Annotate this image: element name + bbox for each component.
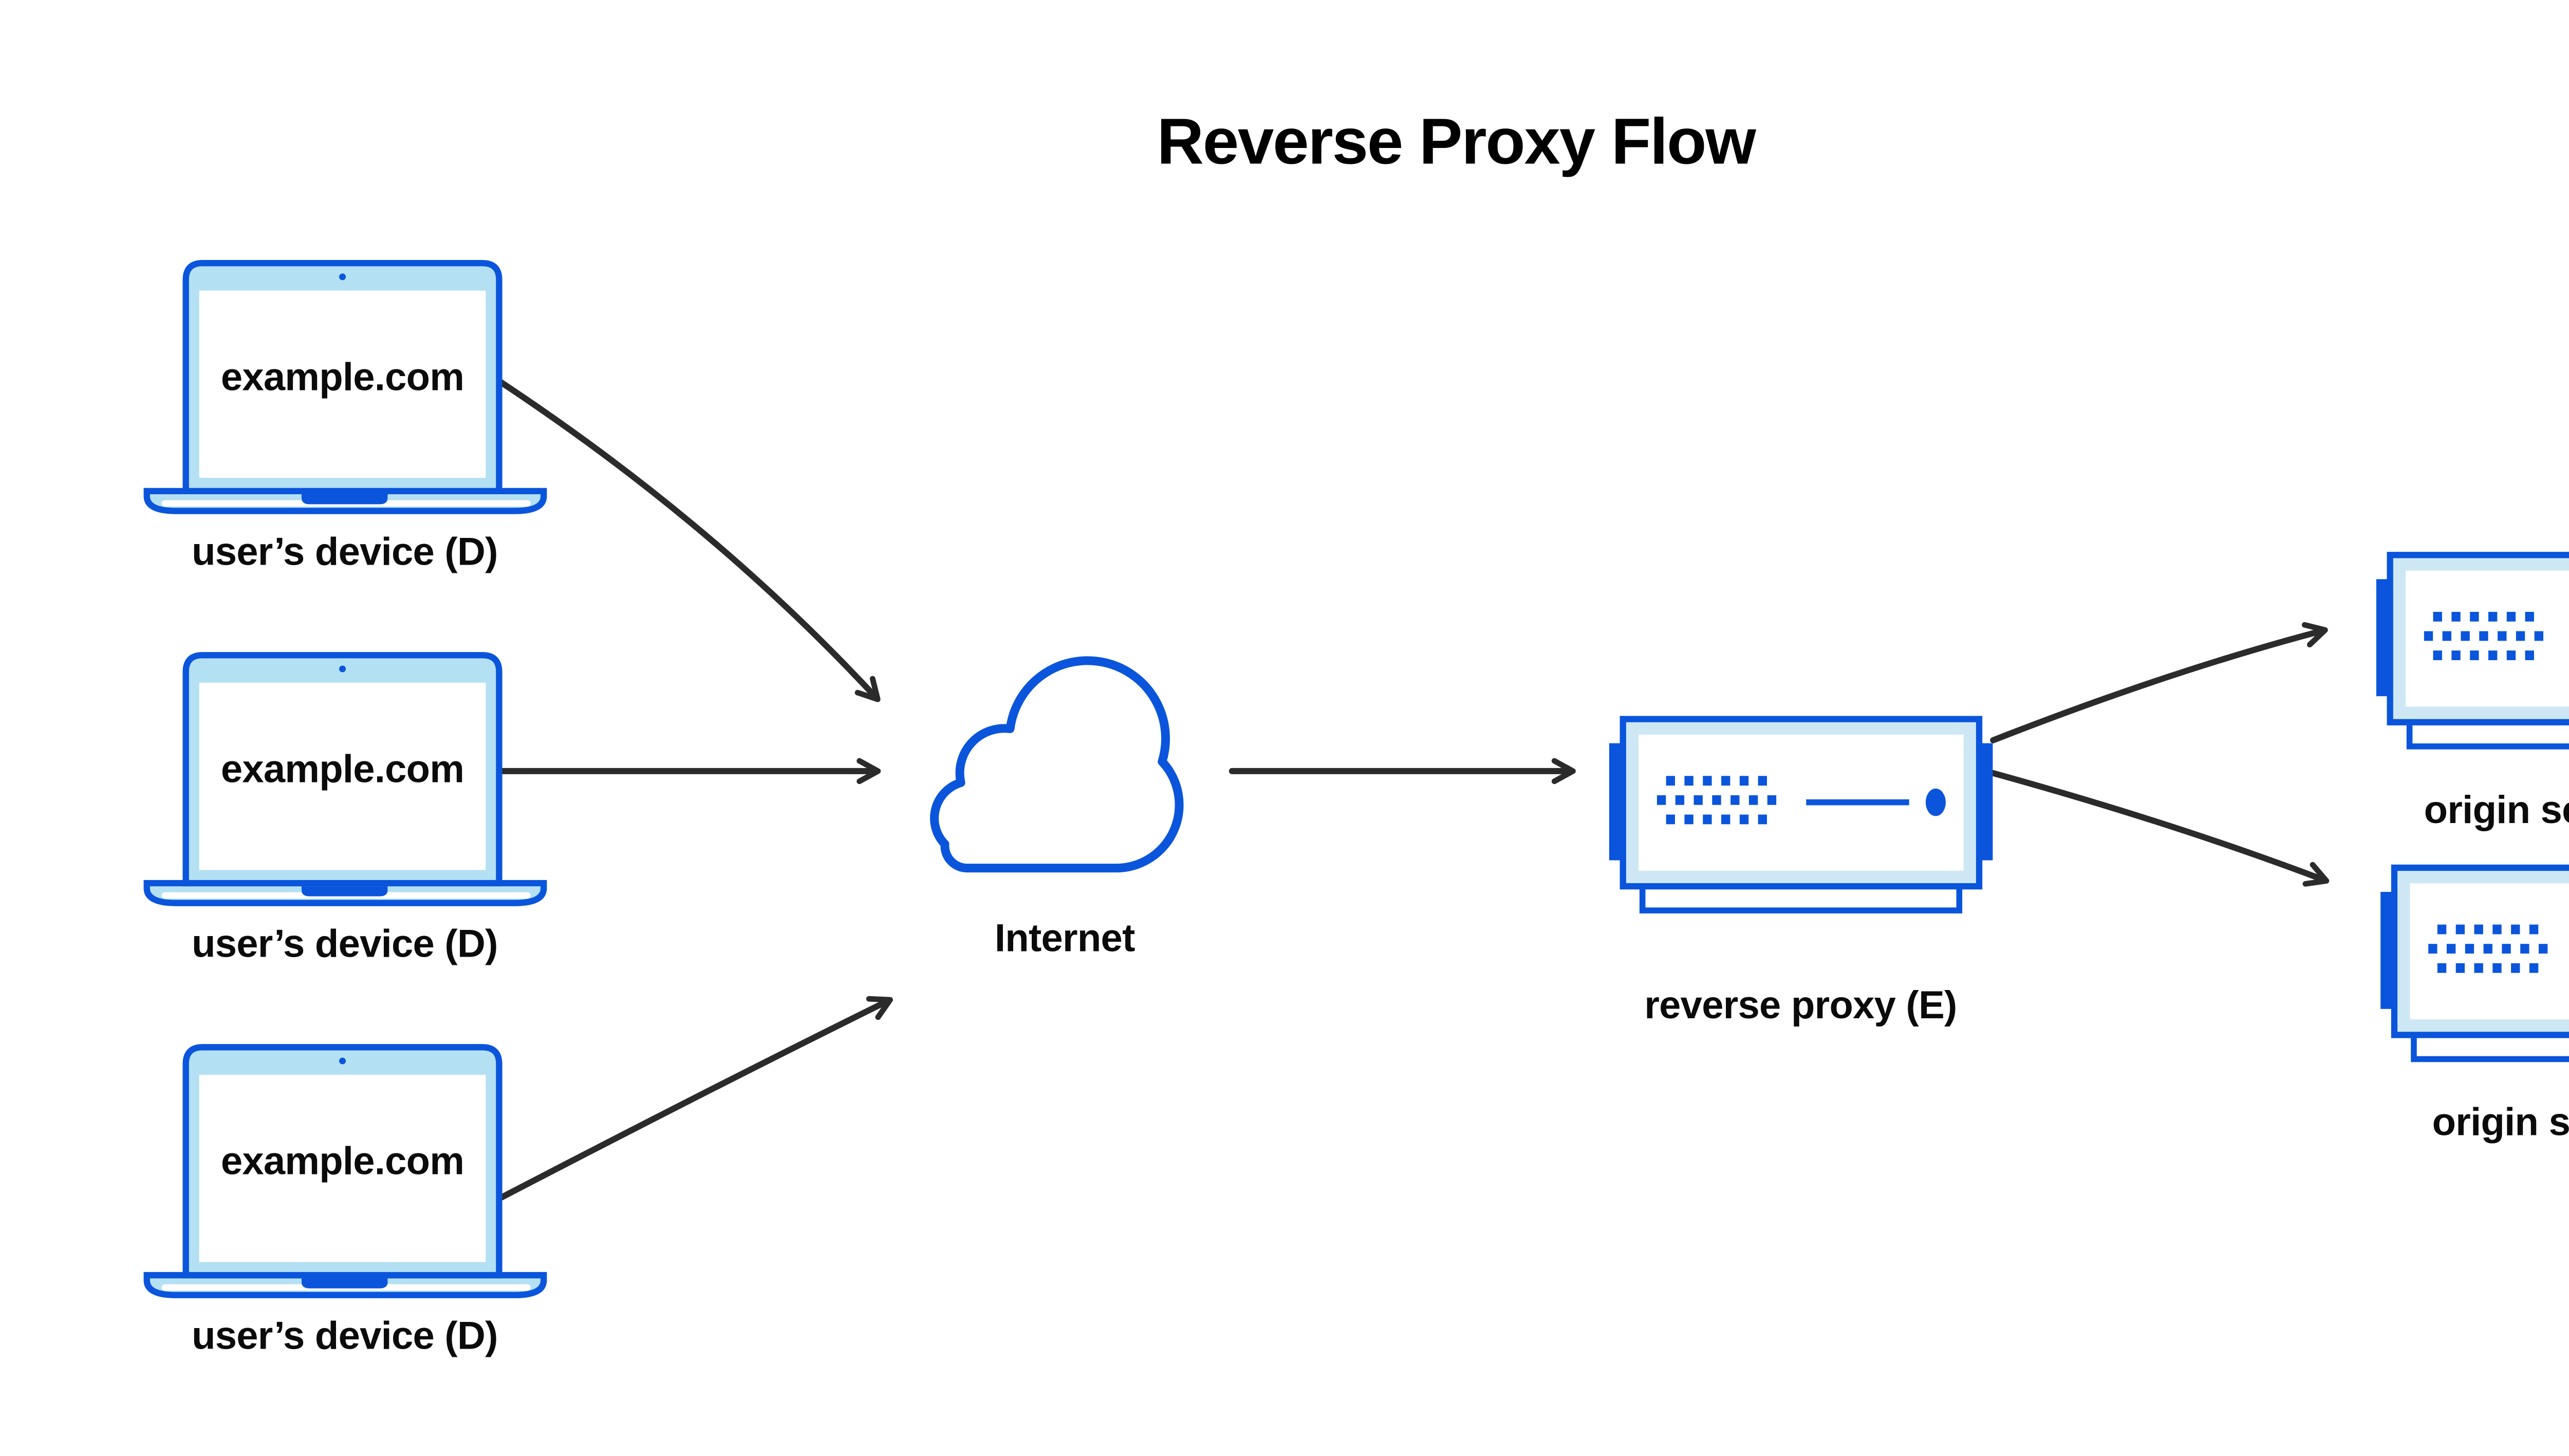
flow-arrows (496, 378, 2330, 1202)
device3-screen-url: example.com (220, 1141, 464, 1184)
device1-screen-url: example.com (220, 357, 464, 400)
arrow-proxy-to-origin1 (1990, 622, 2328, 743)
server-icon-origin-1 (2376, 555, 2569, 746)
device2-caption: user’s device (D) (192, 923, 498, 966)
diagram-title: Reverse Proxy Flow (1157, 106, 1756, 179)
cloud-icon (930, 656, 1184, 873)
arrow-device1-to-internet (496, 378, 881, 702)
internet-label: Internet (994, 918, 1135, 961)
origin-server2-label: origin server (F) (2432, 1100, 2569, 1144)
origin-server1-label: origin server (F) (2424, 790, 2569, 833)
server-icon-reverse-proxy (1609, 719, 1993, 911)
device1-caption: user’s device (D) (192, 531, 498, 574)
reverse-proxy-label: reverse proxy (E) (1644, 983, 1957, 1027)
device2-screen-url: example.com (220, 749, 464, 792)
arrow-device3-to-internet (496, 996, 893, 1202)
device3-caption: user’s device (D) (192, 1315, 498, 1358)
server-icon-origin-2 (2380, 868, 2569, 1059)
arrow-proxy-to-origin2 (1990, 770, 2330, 887)
